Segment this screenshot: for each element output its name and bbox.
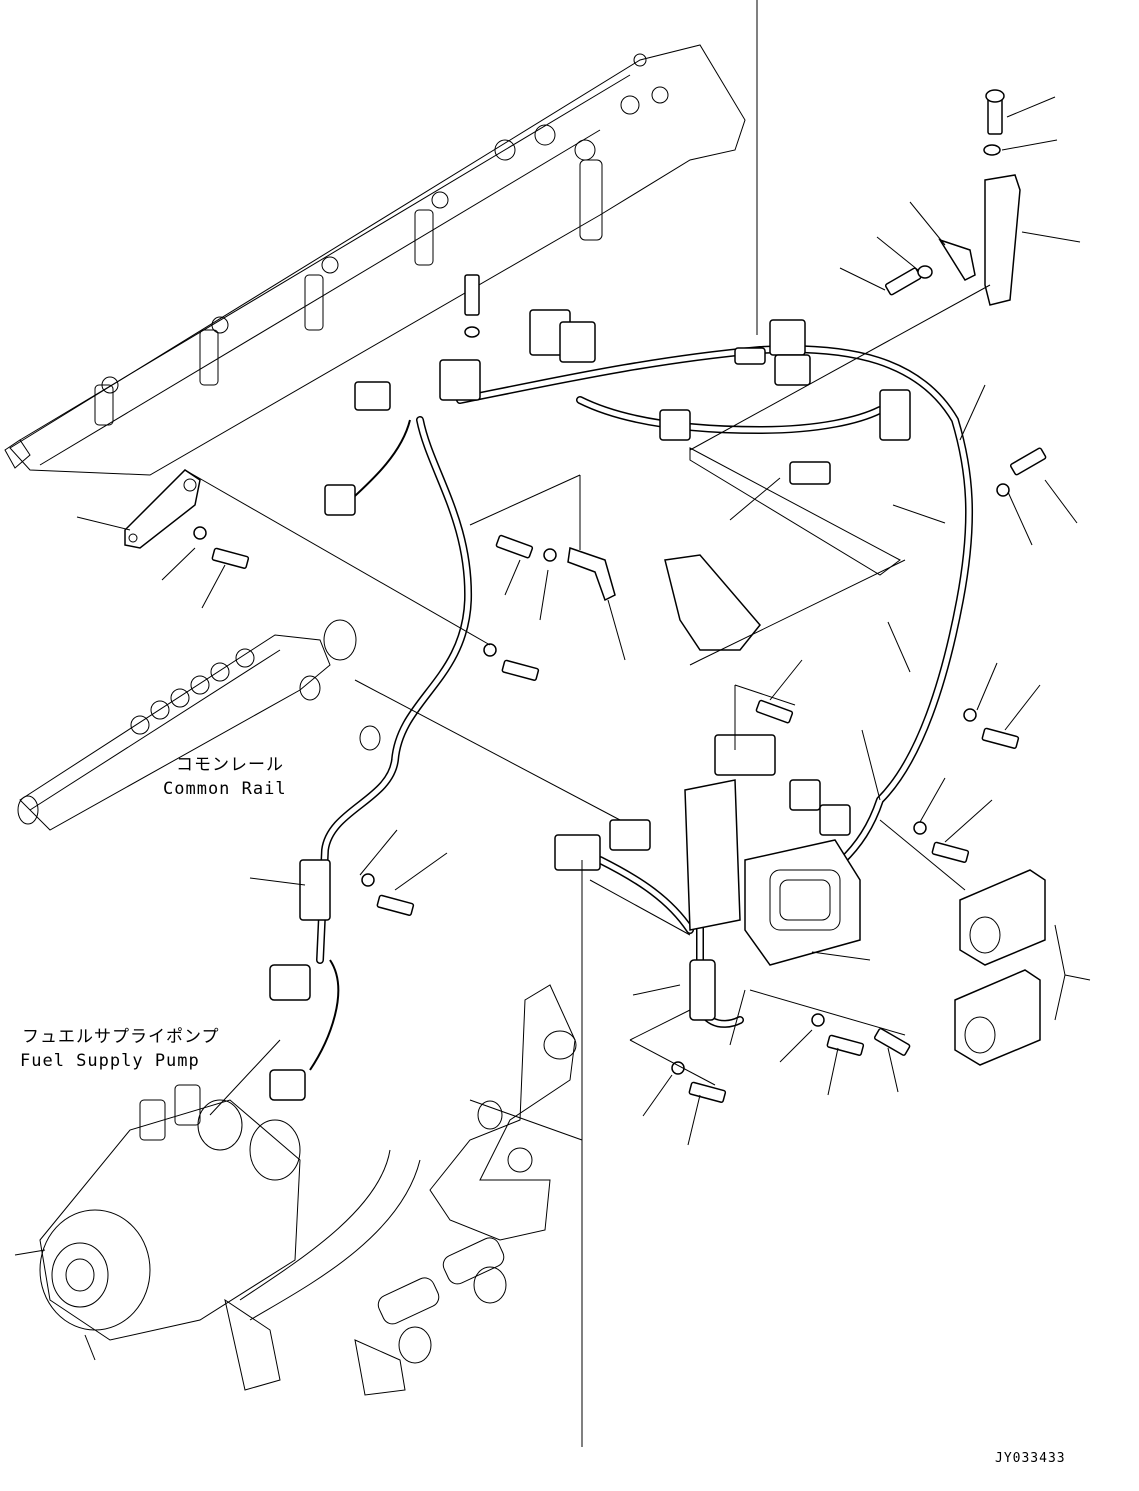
fuel-supply-pump [14, 1084, 301, 1361]
common-rail-label-en: Common Rail [163, 779, 287, 799]
common-rail [17, 619, 381, 831]
harness-connectors [269, 309, 911, 1101]
leader-lines [76, 0, 1091, 1447]
common-rail-label-jp: コモンレール [176, 755, 284, 775]
lower-bracket-assembly [224, 984, 577, 1396]
fuel-pump-label-en: Fuel Supply Pump [20, 1051, 200, 1071]
fuel-pump-label-jp: フュエルサプライポンプ [22, 1027, 220, 1047]
diagram-code: JY033433 [995, 1451, 1066, 1466]
connector-covers [954, 869, 1046, 1066]
main-harness [309, 345, 974, 1071]
brackets-and-bolts [124, 89, 1047, 1103]
engine-controller [684, 779, 861, 1021]
upper-rail-assembly [4, 44, 746, 476]
